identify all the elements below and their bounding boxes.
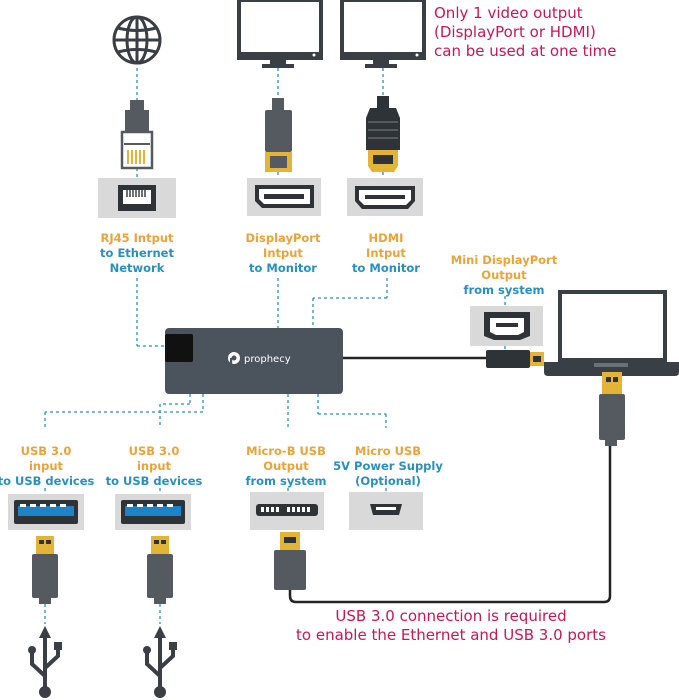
usb-symbol-icon (28, 626, 62, 698)
usb-symbol-icon (30, 634, 60, 692)
displayport-plug-icon (265, 98, 292, 172)
label-line: input (29, 459, 64, 473)
label-displayport: DisplayPort Intput to Monitor (246, 231, 321, 275)
label-line: 5V Power Supply (333, 459, 443, 473)
label-line: RJ45 Intput (100, 231, 174, 245)
label-line: USB 3.0 (129, 444, 180, 458)
video-output-note: Only 1 video output (DisplayPort or HDMI… (434, 4, 616, 60)
micro-b-plug-icon (274, 532, 306, 590)
hdmi-plug-icon (366, 96, 400, 172)
hdmi-port (347, 178, 423, 216)
label-line: to Monitor (249, 261, 317, 275)
label-hdmi: HDMI Intput to Monitor (352, 231, 420, 275)
displayport-port (247, 178, 321, 216)
label-line: Network (110, 261, 165, 275)
label-line: Intput (366, 246, 406, 260)
label-line: Mini DisplayPort (451, 253, 558, 267)
label-line: Intput (263, 246, 303, 260)
micro-b-port (250, 492, 324, 530)
monitor-icon (237, 0, 323, 68)
label-line: from system (463, 283, 544, 297)
rj45-port (98, 178, 176, 218)
usb-symbol-icon (143, 626, 177, 698)
label-line: to Ethernet (100, 246, 174, 260)
ethernet-plug-icon (120, 100, 154, 170)
label-usb-a-1: USB 3.0 input to USB devices (0, 444, 95, 488)
laptop-icon (544, 290, 679, 376)
label-line: USB 3.0 (21, 444, 72, 458)
label-line: to USB devices (106, 474, 203, 488)
label-line: Micro USB (355, 444, 421, 458)
label-usb-a-2: USB 3.0 input to USB devices (106, 444, 203, 488)
label-line: DisplayPort (246, 231, 321, 245)
label-line: Output (263, 459, 309, 473)
dashed-connectors (44, 68, 506, 624)
label-line: to Monitor (352, 261, 420, 275)
note-line: USB 3.0 connection is required (335, 607, 566, 625)
globe-icon (112, 15, 162, 65)
note-line: Only 1 video output (434, 4, 583, 22)
monitor-icon (340, 0, 426, 68)
usb-symbol-icon (145, 634, 175, 692)
label-mini-displayport: Mini DisplayPort Output from system (451, 253, 558, 297)
usb-hub: prophecy (165, 328, 343, 394)
label-micro-b: Micro-B USB Output from system (245, 444, 326, 488)
usb-a-plug-icon (599, 372, 625, 446)
label-rj45: RJ45 Intput to Ethernet Network (100, 231, 174, 275)
usb-a-plug-icon (147, 536, 173, 604)
label-line: input (137, 459, 172, 473)
brand-name: prophecy (244, 354, 291, 365)
note-line: can be used at one time (434, 42, 616, 60)
label-line: (Optional) (355, 474, 421, 488)
label-micro-usb: Micro USB 5V Power Supply (Optional) (333, 444, 443, 488)
micro-usb-port (349, 492, 423, 530)
label-line: Output (481, 268, 527, 282)
usb-a-plug-icon (32, 536, 58, 604)
label-line: to USB devices (0, 474, 95, 488)
note-line: to enable the Ethernet and USB 3.0 ports (296, 626, 606, 644)
usb-a-port (8, 494, 84, 530)
mini-displayport-port (470, 306, 543, 346)
usb-requirement-note: USB 3.0 connection is required to enable… (296, 607, 606, 644)
note-line: (DisplayPort or HDMI) (434, 23, 596, 41)
usb-a-port (115, 494, 191, 530)
mini-displayport-plug-icon (486, 350, 544, 368)
label-line: from system (245, 474, 326, 488)
solid-cables (288, 356, 612, 604)
label-line: HDMI (369, 231, 404, 245)
label-line: Micro-B USB (246, 444, 326, 458)
